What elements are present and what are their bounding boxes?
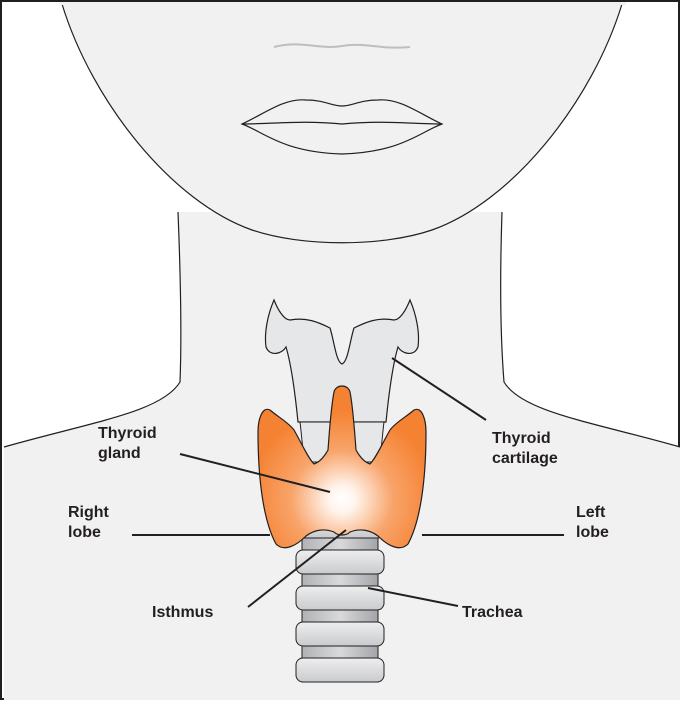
face-top-cover <box>60 2 626 5</box>
label-trachea: Trachea <box>462 604 523 621</box>
label-isthmus: Isthmus <box>152 604 213 621</box>
trachea <box>296 514 384 682</box>
